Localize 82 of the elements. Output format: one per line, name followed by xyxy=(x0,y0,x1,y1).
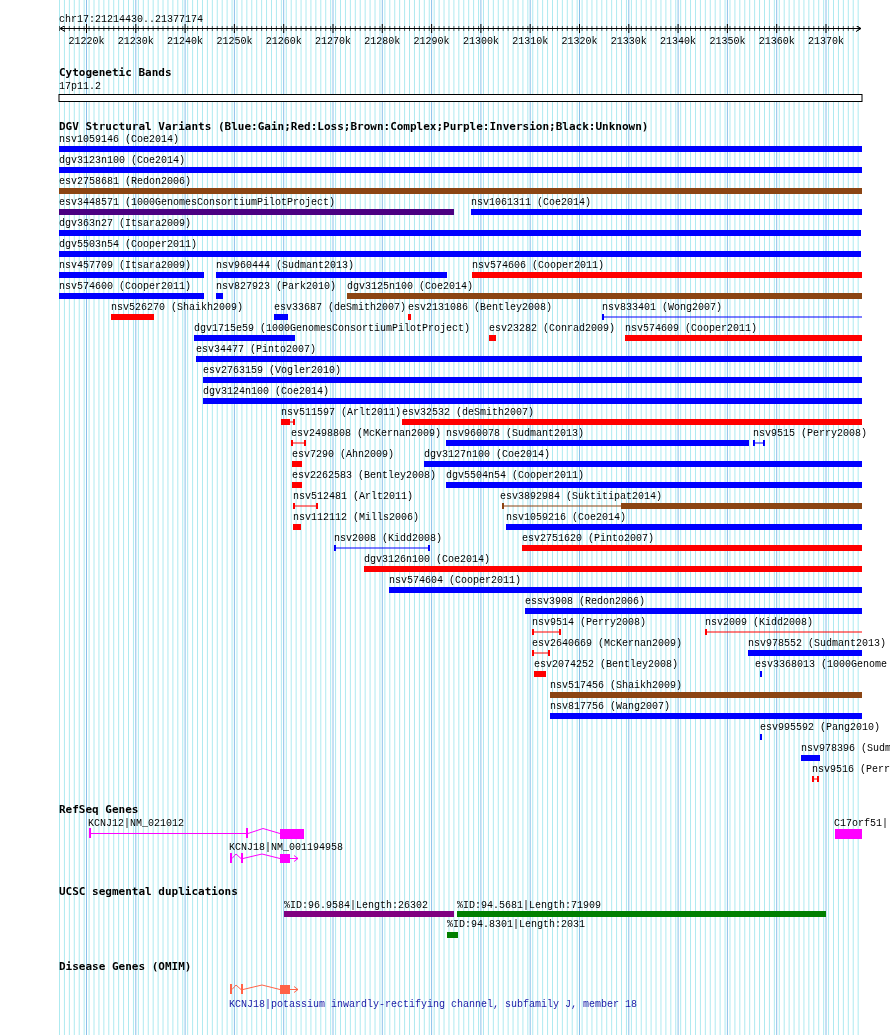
tick-label: 21250k xyxy=(216,36,253,47)
feature-label: C17orf51| xyxy=(834,818,888,829)
tick-label: 21280k xyxy=(364,36,401,47)
tick-label: 21350k xyxy=(709,36,746,47)
variant-label: esv2751620 (Pinto2007) xyxy=(522,533,655,544)
variant-label: nsv526270 (Shaikh2009) xyxy=(111,302,244,313)
variant-label: esv995592 (Pang2010) xyxy=(760,722,881,733)
tick-label: 21290k xyxy=(413,36,450,47)
tick-label: 21330k xyxy=(610,36,647,47)
variant-label: dgv1715e59 (1000GenomesConsortiumPilotProject) xyxy=(194,323,471,334)
band-label: 17p11.2 xyxy=(59,81,101,92)
variant-label: nsv817756 (Wang2007) xyxy=(550,701,671,712)
variant-label: nsv2009 (Kidd2008) xyxy=(705,617,814,628)
variant-label: nsv574609 (Cooper2011) xyxy=(625,323,758,334)
track-title: Disease Genes (OMIM) xyxy=(59,961,192,972)
variant-label: esv2763159 (Vogler2010) xyxy=(203,365,342,376)
variant-label: essv3908 (Redon2006) xyxy=(525,596,646,607)
feature-label: %ID:94.5681|Length:71909 xyxy=(457,900,602,911)
variant-label: dgv3125n100 (Coe2014) xyxy=(347,281,474,292)
variant-label: nsv574604 (Cooper2011) xyxy=(389,575,522,586)
variant-label: nsv978552 (Sudmant2013) xyxy=(748,638,887,649)
coordinate-label: chr17:21214430..21377174 xyxy=(59,14,204,25)
variant-label: nsv2008 (Kidd2008) xyxy=(334,533,443,544)
variant-label: dgv5503n54 (Cooper2011) xyxy=(59,239,198,250)
variant-label: dgv3123n100 (Coe2014) xyxy=(59,155,186,166)
tick-label: 21240k xyxy=(167,36,204,47)
variant-label: esv2131086 (Bentley2008) xyxy=(408,302,553,313)
variant-label: esv2640669 (McKernan2009) xyxy=(532,638,683,649)
variant-label: esv32532 (deSmith2007) xyxy=(402,407,535,418)
variant-label: esv34477 (Pinto2007) xyxy=(196,344,317,355)
variant-label: dgv363n27 (Itsara2009) xyxy=(59,218,192,229)
variant-label: esv2758681 (Redon2006) xyxy=(59,176,192,187)
variant-label: esv3368013 (1000Genome xyxy=(755,659,888,670)
tick-label: 21370k xyxy=(808,36,844,47)
track-title: DGV Structural Variants (Blue:Gain;Red:Loss;Brown:Complex;Purple:Inversion;Black:Unknown) xyxy=(59,121,649,132)
variant-label: nsv457709 (Itsara2009) xyxy=(59,260,192,271)
variant-label: nsv960444 (Sudmant2013) xyxy=(216,260,355,271)
tick-label: 21360k xyxy=(758,36,795,47)
variant-label: nsv574606 (Cooper2011) xyxy=(472,260,605,271)
variant-label: nsv1059216 (Coe2014) xyxy=(506,512,627,523)
variant-label: dgv3127n100 (Coe2014) xyxy=(424,449,551,460)
tick-label: 21310k xyxy=(512,36,549,47)
variant-label: nsv9515 (Perry2008) xyxy=(753,428,868,439)
track-title: Cytogenetic Bands xyxy=(59,67,172,78)
variant-label: esv2262583 (Bentley2008) xyxy=(292,470,437,481)
variant-label: nsv978396 (Sudm xyxy=(801,743,890,754)
tick-label: 21230k xyxy=(117,36,154,47)
variant-label: nsv517456 (Shaikh2009) xyxy=(550,680,683,691)
feature-label: KCNJ18|potassium inwardly-rectifying channel, subfamily J, member 18 xyxy=(229,999,638,1010)
variant-label: nsv1061311 (Coe2014) xyxy=(471,197,592,208)
variant-label: nsv574600 (Cooper2011) xyxy=(59,281,192,292)
feature-label: %ID:96.9584|Length:26302 xyxy=(284,900,429,911)
variant-label: esv3892984 (Suktitipat2014) xyxy=(500,491,663,502)
tick-label: 21340k xyxy=(660,36,697,47)
variant-label: dgv3124n100 (Coe2014) xyxy=(203,386,330,397)
variant-label: esv7290 (Ahn2009) xyxy=(292,449,395,460)
track-title: UCSC segmental duplications xyxy=(59,886,238,897)
variant-label: nsv960078 (Sudmant2013) xyxy=(446,428,585,439)
variant-label: esv3448571 (1000GenomesConsortiumPilotProject) xyxy=(59,197,336,208)
variant-label: esv33687 (deSmith2007) xyxy=(274,302,407,313)
variant-label: nsv9514 (Perry2008) xyxy=(532,617,647,628)
tick-label: 21300k xyxy=(462,36,499,47)
variant-label: nsv512481 (Arlt2011) xyxy=(293,491,414,502)
tick-label: 21220k xyxy=(68,36,105,47)
variant-label: nsv833401 (Wong2007) xyxy=(602,302,723,313)
tick-label: 21270k xyxy=(315,36,351,47)
variant-label: esv2498808 (McKernan2009) xyxy=(291,428,442,439)
feature-label: %ID:94.8301|Length:2031 xyxy=(447,919,586,930)
feature-label: KCNJ12|NM_021012 xyxy=(88,818,184,829)
variant-label: dgv5504n54 (Cooper2011) xyxy=(446,470,585,481)
variant-label: nsv827923 (Park2010) xyxy=(216,281,337,292)
feature-label: KCNJ18|NM_001194958 xyxy=(229,842,344,853)
variant-label: esv2074252 (Bentley2008) xyxy=(534,659,679,670)
variant-label: nsv1059146 (Coe2014) xyxy=(59,134,180,145)
variant-label: dgv3126n100 (Coe2014) xyxy=(364,554,491,565)
variant-label: esv23282 (Conrad2009) xyxy=(489,323,616,334)
variant-label: nsv9516 (Perr xyxy=(812,764,890,775)
variant-label: nsv112112 (Mills2006) xyxy=(293,512,420,523)
tick-label: 21260k xyxy=(265,36,302,47)
tick-label: 21320k xyxy=(561,36,598,47)
track-title: RefSeq Genes xyxy=(59,804,139,815)
variant-label: nsv511597 (Arlt2011) xyxy=(281,407,402,418)
